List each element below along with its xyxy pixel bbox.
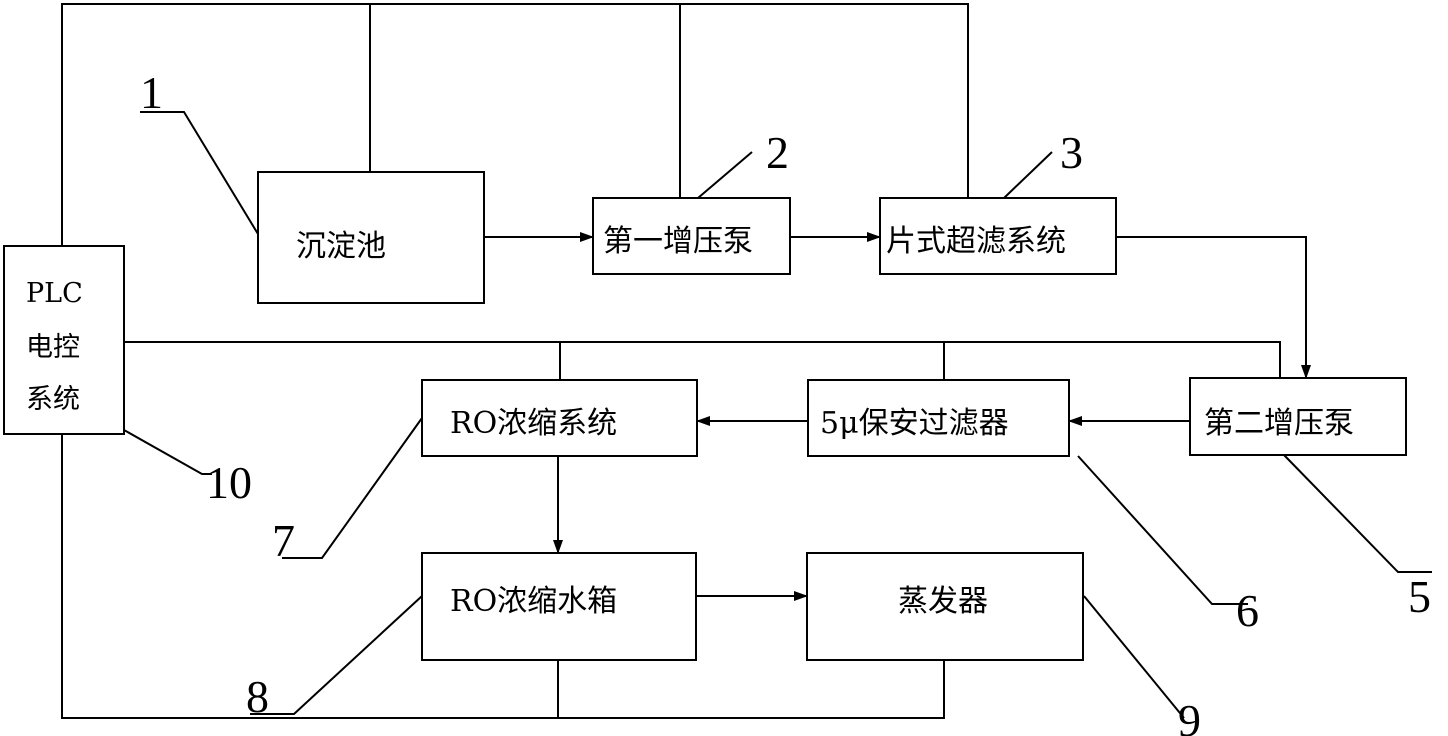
plate-ultrafiltration-label: 片式超滤系统 [886, 224, 1066, 259]
leader-2 [697, 151, 753, 199]
block-security-filter: 5μ保安过滤器 [807, 379, 1070, 457]
arrow-uf-to-pump2 [1116, 236, 1311, 379]
ref-number-7: 7 [272, 515, 295, 566]
block-plc-control: PLC 电控 系统 [3, 245, 125, 435]
reference-leaders [123, 111, 1432, 719]
ro-concentrate-tank-label: RO浓缩水箱 [450, 584, 617, 619]
wire-middle [124, 341, 1281, 378]
ref-number-5: 5 [1408, 571, 1431, 622]
reference-numbers: 1 2 3 5 6 7 8 9 10 [140, 67, 1431, 736]
wire-top-loop [61, 3, 969, 246]
flow-arrows [484, 232, 1311, 601]
block-ro-concentration-system: RO浓缩系统 [421, 379, 698, 457]
leader-5 [1283, 454, 1432, 573]
second-booster-pump-label: 第二增压泵 [1204, 406, 1354, 441]
ref-number-3: 3 [1060, 127, 1083, 178]
leader-7 [282, 417, 423, 559]
block-evaporator: 蒸发器 [806, 552, 1084, 661]
ref-number-8: 8 [246, 671, 269, 722]
control-wiring [61, 3, 1281, 719]
security-filter-label: 5μ保安过滤器 [820, 406, 1009, 441]
block-plate-ultrafiltration: 片式超滤系统 [879, 197, 1117, 275]
leader-1 [140, 111, 259, 235]
leader-3 [1003, 151, 1053, 199]
ref-number-10: 10 [206, 457, 252, 508]
leader-10 [123, 429, 212, 475]
ref-number-1: 1 [140, 67, 163, 118]
ref-number-6: 6 [1236, 585, 1259, 636]
evaporator-label: 蒸发器 [898, 584, 988, 619]
plc-label-line2: 电控 [26, 332, 80, 363]
block-second-booster-pump: 第二增压泵 [1189, 377, 1407, 456]
ref-number-9: 9 [1178, 695, 1201, 736]
block-ro-concentrate-tank: RO浓缩水箱 [421, 552, 697, 661]
ref-number-2: 2 [766, 127, 789, 178]
leader-6 [1077, 455, 1248, 605]
plc-label-line1: PLC [26, 278, 83, 309]
block-first-booster-pump: 第一增压泵 [592, 197, 791, 275]
leader-8 [250, 595, 423, 715]
leader-9 [1083, 595, 1185, 719]
sedimentation-tank-label: 沉淀池 [296, 229, 386, 264]
wire-bottom-loop [61, 434, 945, 719]
ro-concentration-system-label: RO浓缩系统 [450, 406, 617, 441]
block-sedimentation-tank: 沉淀池 [257, 171, 485, 304]
plc-label-line3: 系统 [26, 384, 80, 415]
first-booster-pump-label: 第一增压泵 [603, 224, 753, 259]
